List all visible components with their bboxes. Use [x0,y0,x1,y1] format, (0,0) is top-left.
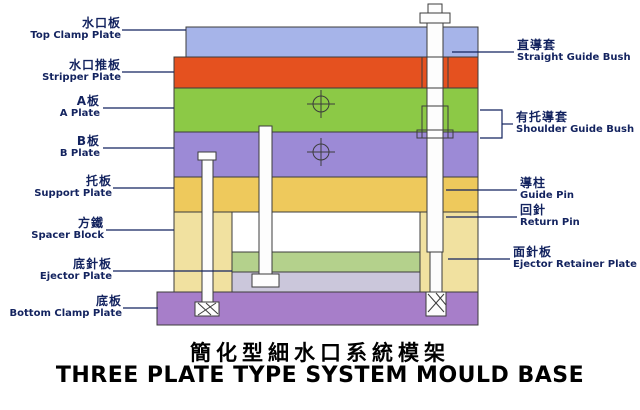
label-spacer-block: 方鐵 Spacer Block [31,216,104,242]
screw-hole-symbol-2 [307,138,335,166]
return-pin-cap [197,151,217,161]
guide-pin-head [419,12,451,24]
shoulder-guide-bush-graphic [416,105,454,139]
label-guide-pin: 導柱 Guide Pin [520,176,574,202]
label-zh: B板 [76,134,100,148]
return-pin-shaft [201,159,214,303]
shoulder-bush-flange [416,129,454,139]
label-b-plate: B板 B Plate [60,134,100,160]
label-en: Spacer Block [31,230,104,241]
label-stripper-plate: 水口推板 Stripper Plate [42,58,121,84]
screw-hole-symbol-1 [307,90,335,118]
label-support-plate: 托板 Support Plate [34,174,112,200]
label-zh: 回針 [520,203,547,217]
label-zh: 水口推板 [68,58,121,72]
label-zh: 直導套 [517,38,557,52]
label-en: Bottom Clamp Plate [9,308,122,319]
label-en: B Plate [59,148,100,159]
label-zh: 面針板 [513,245,553,259]
title-english: THREE PLATE TYPE SYSTEM MOULD BASE [55,363,585,388]
label-shoulder-guide-bush: 有托導套 Shoulder Guide Bush [516,110,634,136]
label-straight-guide-bush: 直導套 Straight Guide Bush [517,38,631,64]
label-en: Straight Guide Bush [517,52,631,63]
label-en: Stripper Plate [42,72,121,83]
label-en: Shoulder Guide Bush [516,124,635,135]
guide-pin-tip [427,3,443,14]
bottom-bolt-hatch [435,292,447,306]
center-pin-graphic [251,125,280,288]
label-top-clamp-plate: 水口板 Top Clamp Plate [30,16,121,42]
label-zh: 水口板 [81,16,121,30]
label-ejector-plate: 底針板 Ejector Plate [40,257,112,283]
label-ejector-retainer-plate: 面針板 Ejector Retainer Plate [513,245,637,271]
straight-guide-bush-graphic [421,56,449,89]
leader-lines [103,29,517,309]
label-return-pin: 回針 Return Pin [520,203,580,229]
label-zh: 托板 [85,174,112,188]
bottom-bolt-graphic [425,251,447,317]
label-zh: A板 [76,94,100,108]
label-en: Ejector Plate [39,271,112,282]
label-zh: 底板 [95,294,122,308]
label-zh: 方鐵 [77,216,104,230]
bottom-bolt-hatch [427,293,445,313]
label-en: Guide Pin [520,190,575,201]
center-pin-shaft [258,125,273,275]
label-zh: 有托導套 [516,110,569,124]
return-pin-hatch [197,302,217,316]
return-pin-graphic [194,151,220,317]
return-pin-hatch [205,302,219,315]
label-en: Top Clamp Plate [30,30,121,41]
label-en: Ejector Retainer Plate [513,259,637,270]
bottom-bolt-shaft [429,251,443,293]
leader-shoulder-guide-bush-bracket [480,109,503,139]
label-zh: 底針板 [72,257,112,271]
label-en: A Plate [59,108,100,119]
label-zh: 導柱 [520,176,547,190]
label-bottom-clamp-plate: 底板 Bottom Clamp Plate [10,294,122,320]
center-pin-flange [251,273,280,288]
label-a-plate: A板 A Plate [60,94,100,120]
return-pin-hatch [197,302,212,316]
label-en: Return Pin [520,217,580,228]
label-en: Support Plate [34,188,112,199]
title-chinese: 簡化型細水口系統模架 [190,341,450,365]
